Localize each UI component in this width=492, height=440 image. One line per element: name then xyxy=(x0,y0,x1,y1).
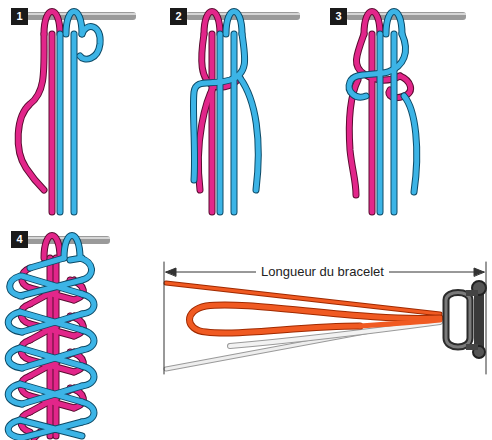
shackle xyxy=(446,281,486,358)
step-number: 1 xyxy=(16,8,22,25)
dimension-label: Longueur du bracelet xyxy=(256,264,389,280)
step-number: 3 xyxy=(335,8,341,25)
rods xyxy=(26,12,466,244)
step-number: 4 xyxy=(16,231,22,248)
bracelet-cords xyxy=(166,283,440,369)
step-number-box: 3 xyxy=(330,8,347,25)
dimension-line xyxy=(164,262,486,374)
step-number: 2 xyxy=(175,8,181,25)
blue-cords xyxy=(8,12,417,439)
step-number-box: 4 xyxy=(11,231,28,248)
step-number-box: 1 xyxy=(11,8,28,25)
step-number-box: 2 xyxy=(170,8,187,25)
